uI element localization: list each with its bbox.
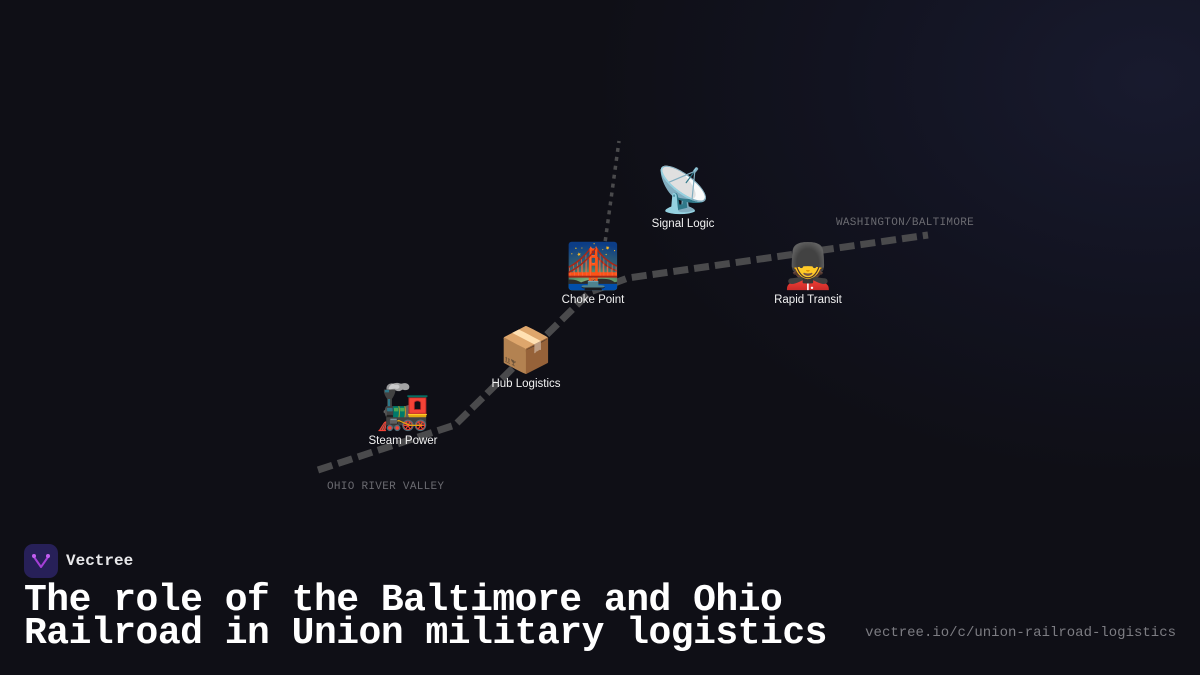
telegraph-line: [602, 140, 621, 251]
node-signal-logic[interactable]: 📡 Signal Logic: [613, 166, 753, 230]
node-choke-point[interactable]: 🌉 Choke Point: [523, 242, 663, 306]
guard-icon: 💂: [780, 242, 836, 291]
bridge-at-night-icon: 🌉: [565, 242, 621, 291]
node-label: Rapid Transit: [774, 294, 842, 306]
brand[interactable]: Vectree: [24, 544, 133, 578]
satellite-antenna-icon: 📡: [655, 166, 711, 215]
branching-v-icon: [32, 554, 50, 568]
node-label: Steam Power: [368, 435, 438, 447]
brand-name: Vectree: [66, 552, 134, 570]
region-label-washington-baltimore: WASHINGTON/BALTIMORE: [836, 217, 975, 229]
locomotive-icon: 🚂: [375, 383, 431, 432]
region-label-ohio-river-valley: OHIO RIVER VALLEY: [327, 481, 445, 493]
package-icon: 📦: [498, 326, 554, 375]
vectree-logo: [24, 544, 58, 578]
node-label: Signal Logic: [651, 218, 715, 230]
node-steam-power[interactable]: 🚂 Steam Power: [333, 383, 473, 447]
node-rapid-transit[interactable]: 💂 Rapid Transit: [738, 242, 878, 306]
page-title: The role of the Baltimore and Ohio Railr…: [24, 579, 827, 655]
node-label: Hub Logistics: [491, 378, 561, 390]
page-url[interactable]: vectree.io/c/union-railroad-logistics: [865, 625, 1176, 641]
main-rail-line: [316, 231, 929, 474]
node-label: Choke Point: [561, 294, 625, 306]
node-hub-logistics[interactable]: 📦 Hub Logistics: [456, 326, 596, 390]
